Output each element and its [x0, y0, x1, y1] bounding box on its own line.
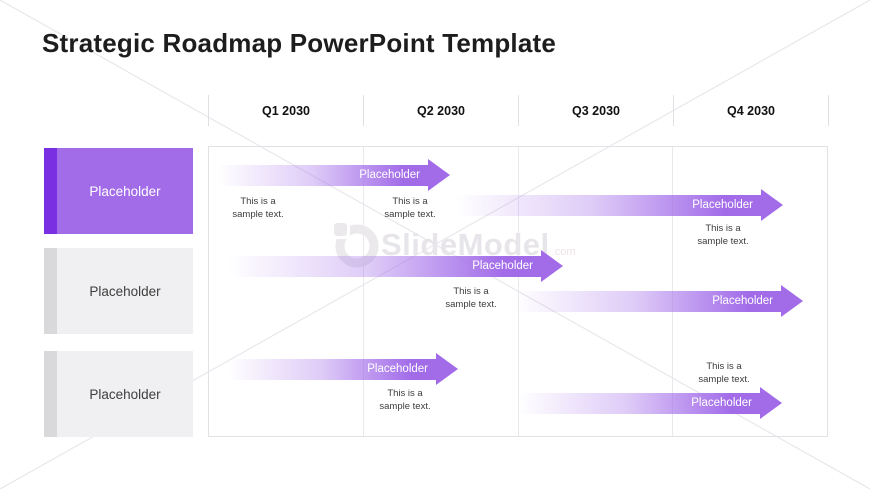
timeline-arrow-row1-b[interactable]: Placeholder [455, 189, 783, 221]
arrow-head-icon [428, 159, 450, 191]
arrow-head-icon [760, 387, 782, 419]
arrow-body: Placeholder [218, 164, 428, 186]
arrow-head-icon [761, 189, 783, 221]
timeline-arrow-row3-b[interactable]: Placeholder [518, 387, 782, 419]
quarter-label-q1: Q1 2030 [208, 95, 363, 126]
slide-title: Strategic Roadmap PowerPoint Template [42, 28, 557, 58]
sample-note: This is a sample text. [384, 196, 436, 221]
arrow-label: Placeholder [472, 260, 533, 272]
row-label: Placeholder [89, 386, 161, 402]
quarter-label-q2: Q2 2030 [363, 95, 518, 126]
row-accent-strip [44, 351, 57, 437]
row-accent-strip [44, 248, 57, 334]
grid-column-q2 [362, 147, 518, 436]
arrow-head-icon [541, 250, 563, 282]
row-label-box-2[interactable]: Placeholder [44, 248, 193, 334]
arrow-head-icon [781, 285, 803, 317]
row-label: Placeholder [89, 183, 161, 199]
timeline-arrow-row2-a[interactable]: Placeholder [228, 250, 563, 282]
timeline-arrow-row3-a[interactable]: Placeholder [228, 353, 458, 385]
arrow-body: Placeholder [228, 358, 436, 380]
arrow-label: Placeholder [692, 199, 753, 211]
arrow-head-icon [436, 353, 458, 385]
row-label-box-1[interactable]: Placeholder [44, 148, 193, 234]
sample-note: This is a sample text. [232, 196, 284, 221]
arrow-label: Placeholder [691, 397, 752, 409]
arrow-body: Placeholder [515, 290, 781, 312]
timeline-header: Q1 2030 Q2 2030 Q3 2030 Q4 2030 [208, 95, 829, 126]
sample-note: This is a sample text. [445, 286, 497, 311]
arrow-body: Placeholder [455, 194, 761, 216]
sample-note: This is a sample text. [697, 223, 749, 248]
arrow-body: Placeholder [518, 392, 760, 414]
arrow-label: Placeholder [712, 295, 773, 307]
arrow-body: Placeholder [228, 255, 541, 277]
row-label-box-3[interactable]: Placeholder [44, 351, 193, 437]
quarter-label-q3: Q3 2030 [518, 95, 673, 126]
sample-note: This is a sample text. [379, 388, 431, 413]
sample-note: This is a sample text. [698, 361, 750, 386]
arrow-label: Placeholder [359, 169, 420, 181]
row-label: Placeholder [89, 283, 161, 299]
timeline-arrow-row1-a[interactable]: Placeholder [218, 159, 450, 191]
timeline-arrow-row2-b[interactable]: Placeholder [515, 285, 803, 317]
arrow-label: Placeholder [367, 363, 428, 375]
row-accent-strip [44, 148, 57, 234]
quarter-label-q4: Q4 2030 [673, 95, 828, 126]
